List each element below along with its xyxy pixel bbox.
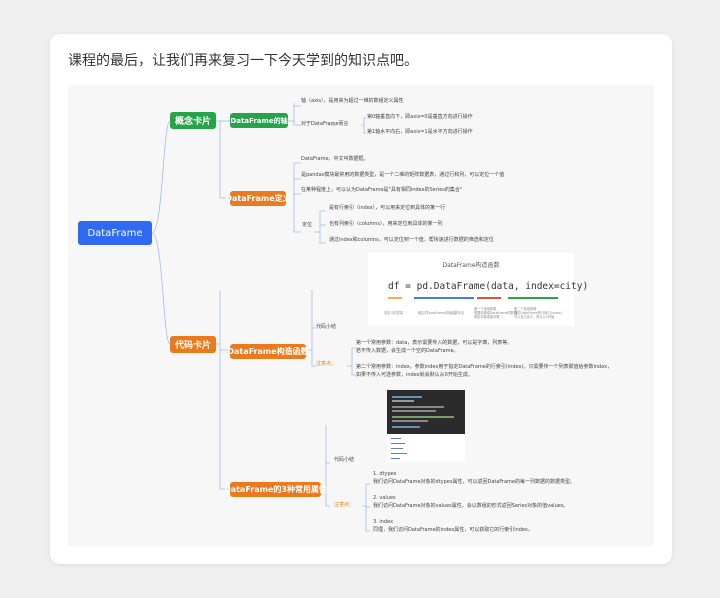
node-dataframe-axis[interactable]: DataFrame的轴	[230, 113, 288, 128]
leaf-constructor-note2b: 如果不传入可选参数，index就会默认从0开始生成。	[356, 372, 473, 378]
leaf-pandas-description: 是pandas模块最常用的数据类型，是一个二维的矩阵数据表，通过行和列，可以定位…	[301, 172, 505, 178]
leaf-constructor-note2a: 第二个常用参数：index，参数index用于指定DataFrame的行索引(i…	[356, 364, 613, 370]
mindmap-connectors	[151, 103, 370, 532]
underline-index	[508, 297, 558, 299]
leaf-constructor-note1a: 第一个常用参数：data，表示需要传入的数据，可以是字典，列表等。	[356, 340, 513, 346]
underline-variable	[388, 297, 402, 299]
leaf-constructor-note-label: 注意点：	[316, 361, 337, 367]
annotation-index-param: 第二个常用参数 指定DataFrame的行索引(index) 可以自己定义，默认…	[514, 307, 562, 320]
leaf-attr-note-label: 注意点：	[334, 502, 355, 508]
annotation-data-param: 第一个常用参数 想要转换成DataFrame的数据 例如字典或者列表	[474, 307, 518, 320]
node-dataframe-definition[interactable]: DataFrame定义	[225, 191, 291, 206]
constructor-code-expression: df = pd.DataFrame(data, index=city)	[388, 281, 589, 292]
node-dataframe-attributes[interactable]: DataFrame的3种常用属性	[224, 482, 327, 497]
leaf-filter-locate: 通过index和columns，可以定位到一个值，帮快速进行数据的筛选和定位	[329, 237, 494, 243]
leaf-attr-code-summary: 代码小结	[334, 457, 355, 463]
node-code-card[interactable]: 代码卡片	[170, 336, 216, 353]
leaf-column-index: 也有列索引（columns），用来定位到具体的某一列	[329, 221, 443, 227]
code-screenshot-thumbnail	[387, 390, 465, 462]
constructor-card-title: DataFrame构造函数	[442, 262, 500, 269]
leaf-chinese-name: DataFrame，中文叫数据框。	[301, 156, 369, 162]
leaf-row-index: 是有行索引（index），可以用来定位到具体的某一行	[329, 205, 446, 211]
constructor-code-card: DataFrame构造函数 df = pd.DataFrame(data, in…	[368, 253, 588, 326]
annotation-variable: 自定义的变量	[384, 311, 404, 315]
node-concept-card[interactable]: 概念卡片	[170, 112, 216, 129]
leaf-axis0: 第0轴垂直向下，即axis=0是垂直方向进行操作	[367, 114, 473, 120]
underline-constructor	[414, 297, 474, 299]
leaf-attr-index-title: 3. index	[373, 519, 394, 525]
leaf-attr-index-desc: 同理，我们访问DataFrame的index属性，可以获取它的行索引index。	[373, 527, 533, 533]
mindmap-canvas: DataFrame 概念卡片 DataFrame的轴 DataFrame定义 代…	[68, 85, 654, 546]
leaf-attr-values-desc: 我们访问DataFrame对象的values属性，会以数组的形式返回Series…	[373, 503, 569, 509]
leaf-attr-dtypes-desc: 我们访问DataFrame对象的dtypes属性，可以返回DataFrame的每…	[373, 479, 575, 485]
node-dataframe-constructor[interactable]: DataFrame构造函数	[227, 344, 309, 359]
annotation-constructor: 固定的DataFrame构造函数写法	[418, 311, 465, 315]
underline-data	[477, 297, 501, 299]
leaf-constructor-note1b: 若不传入数据，会生成一个空的DataFrame。	[356, 348, 459, 354]
leaf-series-collection: 在某种程度上，可以认为DataFrame是"具有相同index的Series的集…	[301, 187, 463, 193]
page-heading: 课程的最后，让我们再来复习一下今天学到的知识点吧。	[68, 53, 418, 69]
leaf-constructor-code-summary: 代码小结	[316, 324, 337, 330]
leaf-locate: 定位	[302, 222, 313, 228]
root-node-dataframe[interactable]: DataFrame	[78, 221, 152, 245]
leaf-axis1: 第1轴水平向右，即axis=1是水平方向进行操作	[367, 129, 473, 135]
leaf-for-dataframe: 对于DataFrame而言	[301, 121, 349, 127]
leaf-axis-description: 轴（axis），是用来为超过一维的数组定义属性	[301, 98, 404, 104]
leaf-attr-dtypes-title: 1. dtypes	[373, 471, 397, 477]
leaf-attr-values-title: 2. values	[373, 495, 396, 501]
